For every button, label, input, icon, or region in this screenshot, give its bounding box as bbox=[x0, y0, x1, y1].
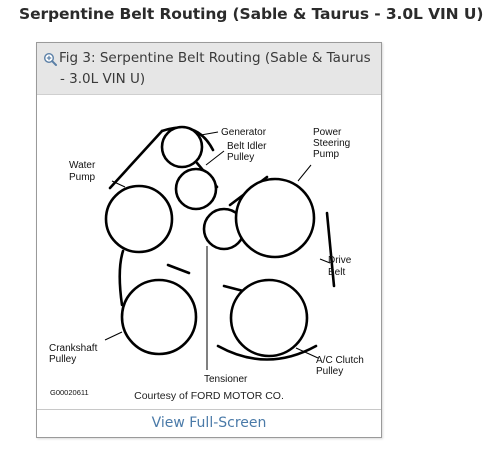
label-power-steering-2: Steering bbox=[313, 138, 350, 149]
pulleys bbox=[104, 125, 316, 358]
view-full-screen-link[interactable]: View Full-Screen bbox=[151, 415, 267, 431]
footer-divider bbox=[37, 409, 381, 410]
leader-crankshaft bbox=[104, 331, 123, 341]
label-generator: Generator bbox=[221, 127, 267, 138]
crankshaft-pulley[interactable] bbox=[120, 278, 198, 356]
figure-caption-line-2: - 3.0L VIN U) bbox=[60, 71, 146, 87]
belt-idler-pulley[interactable] bbox=[174, 167, 218, 211]
label-drive-belt-1: Drive bbox=[328, 255, 352, 266]
belt-diagram-svg: Generator Belt Idler Pulley Power Steeri… bbox=[49, 125, 364, 402]
leader-belt-idler bbox=[205, 150, 225, 166]
generator-pulley[interactable] bbox=[160, 125, 204, 169]
label-belt-idler-1: Belt Idler bbox=[227, 141, 267, 152]
power-steering-pump-pulley[interactable] bbox=[234, 177, 316, 259]
label-power-steering-1: Power bbox=[313, 127, 342, 138]
label-power-steering-3: Pump bbox=[313, 149, 340, 160]
belt-segment-ps-ac bbox=[325, 211, 336, 288]
leader-ac-clutch bbox=[295, 347, 319, 359]
label-part-code: G00020611 bbox=[50, 388, 89, 397]
figure-caption-bar: Fig 3: Serpentine Belt Routing (Sable & … bbox=[37, 43, 381, 95]
label-ac-clutch-2: Pulley bbox=[316, 366, 343, 377]
label-water-pump-2: Pump bbox=[69, 172, 96, 183]
leader-power-steering bbox=[297, 164, 312, 182]
belt-segment-waterpump-generator bbox=[108, 129, 164, 190]
ac-clutch-pulley[interactable] bbox=[229, 278, 309, 358]
label-water-pump-1: Water bbox=[69, 160, 96, 171]
label-crankshaft-2: Pulley bbox=[49, 354, 76, 365]
belt-routing-diagram[interactable]: Generator Belt Idler Pulley Power Steeri… bbox=[37, 95, 381, 409]
belt-segment-ac-crank bbox=[216, 344, 318, 361]
belt-segment-waterpump-tensioner bbox=[166, 263, 191, 275]
figure-card: Fig 3: Serpentine Belt Routing (Sable & … bbox=[36, 42, 382, 438]
page-title: Serpentine Belt Routing (Sable & Taurus … bbox=[19, 5, 484, 23]
label-crankshaft-1: Crankshaft bbox=[49, 343, 98, 354]
water-pump-pulley[interactable] bbox=[104, 184, 174, 254]
leader-lines bbox=[104, 131, 331, 370]
label-drive-belt-2: Belt bbox=[328, 267, 345, 278]
leader-drive-belt bbox=[319, 258, 331, 264]
leader-generator bbox=[200, 131, 219, 136]
magnifier-plus-icon[interactable] bbox=[43, 52, 57, 66]
figure-caption-line-1: Fig 3: Serpentine Belt Routing (Sable & … bbox=[59, 50, 371, 66]
belt-segment-crank-waterpump bbox=[118, 249, 125, 307]
label-tensioner: Tensioner bbox=[204, 374, 248, 385]
leader-water-pump bbox=[111, 180, 126, 188]
label-belt-idler-2: Pulley bbox=[227, 152, 254, 163]
label-ac-clutch-1: A/C Clutch bbox=[316, 355, 364, 366]
courtesy-text: Courtesy of FORD MOTOR CO. bbox=[134, 390, 284, 402]
figure-caption: Fig 3: Serpentine Belt Routing (Sable & … bbox=[59, 48, 377, 90]
